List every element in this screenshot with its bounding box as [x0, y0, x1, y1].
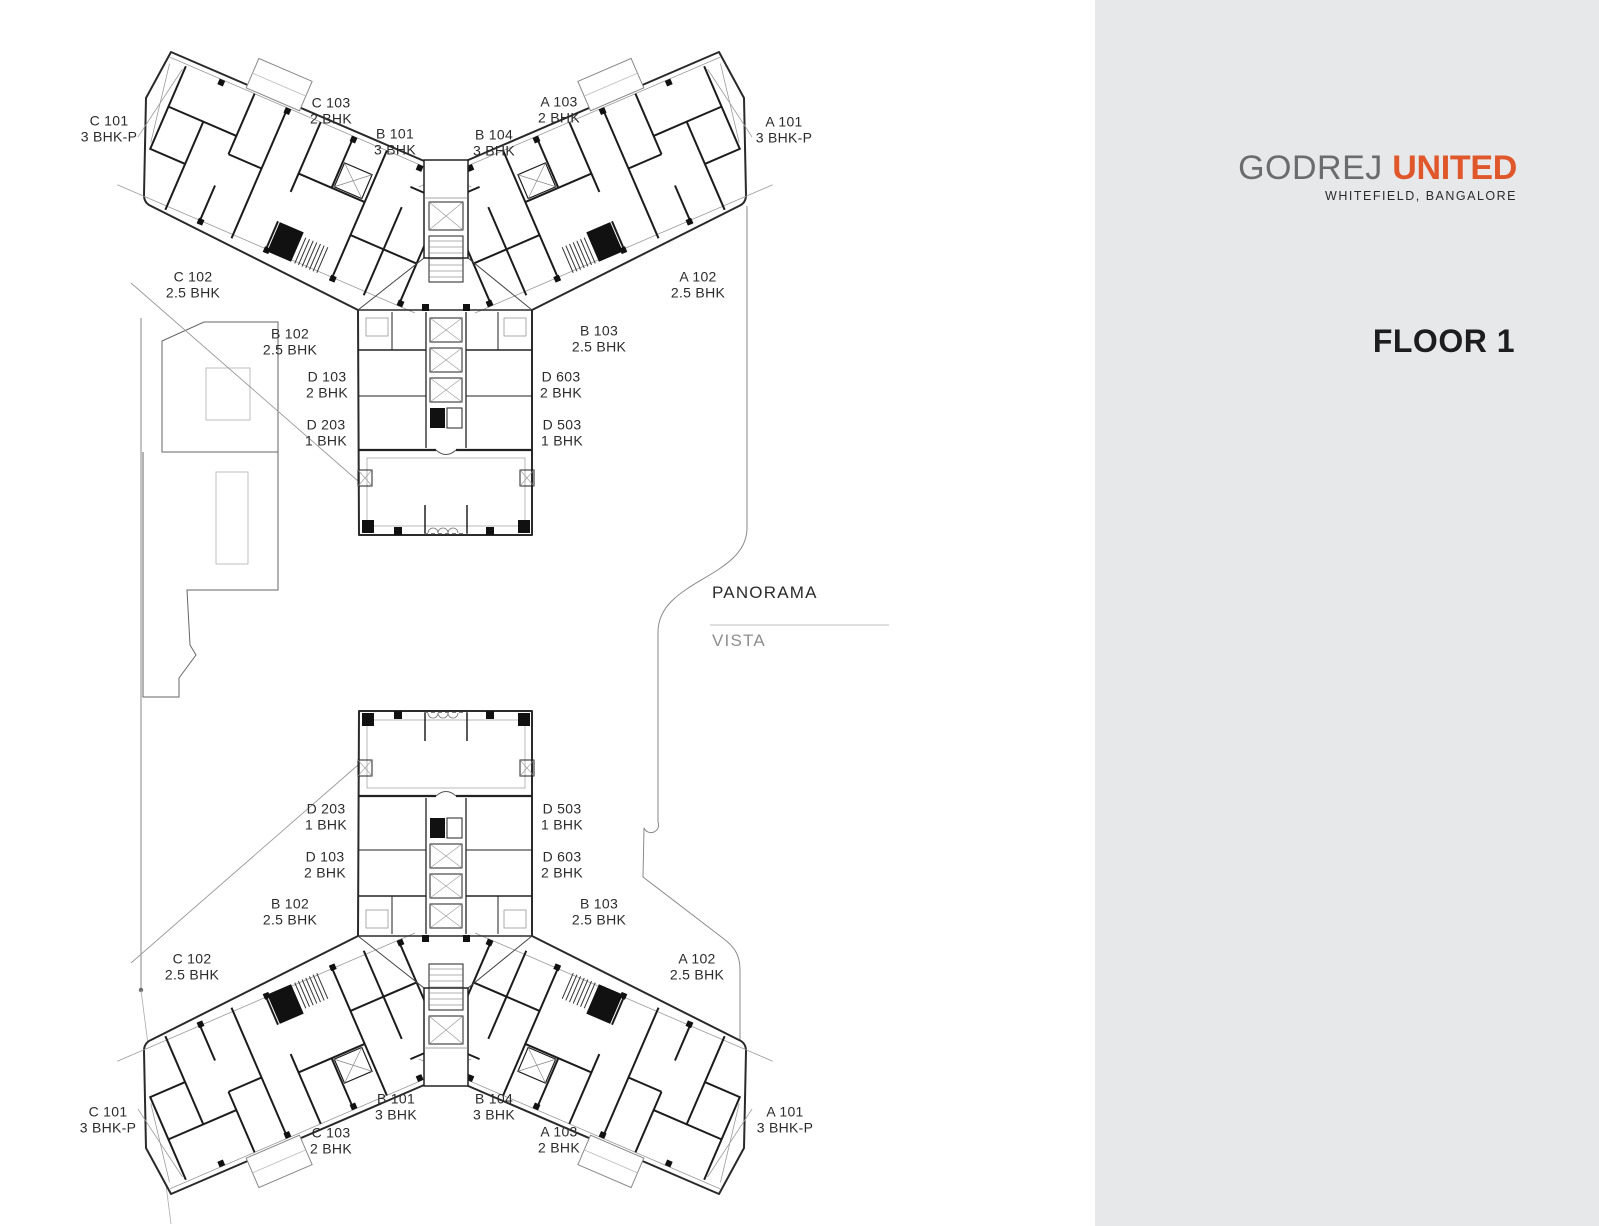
site-context-lines [130, 206, 889, 1225]
unit-id: D 203 [306, 416, 346, 433]
unit-type: 3 BHK [375, 1106, 417, 1122]
unit-type: 1 BHK [541, 816, 583, 832]
unit-id: A 101 [765, 113, 803, 130]
unit-id: C 102 [173, 268, 213, 285]
unit-type: 3 BHK [473, 142, 515, 158]
unit-type: 3 BHK-P [756, 1119, 814, 1135]
unit-type: 3 BHK-P [79, 1119, 137, 1135]
unit-type: 2 BHK [541, 864, 583, 880]
unit-type: 2.5 BHK [670, 284, 726, 300]
unit-id: C 101 [89, 112, 129, 129]
tower-name-vista: VISTA [712, 631, 766, 650]
unit-type: 2.5 BHK [571, 911, 627, 927]
unit-id: B 101 [375, 125, 415, 142]
unit-id: B 102 [270, 895, 310, 912]
unit-id: B 103 [579, 895, 619, 912]
unit-id: C 101 [88, 1103, 128, 1120]
unit-type: 2 BHK [304, 864, 346, 880]
brand-logo-primary: GODREJ [1238, 149, 1383, 187]
unit-type: 2 BHK [540, 384, 582, 400]
tower-name-panorama: PANORAMA [712, 583, 818, 602]
unit-id: B 103 [579, 322, 619, 339]
unit-id: B 101 [376, 1090, 416, 1107]
unit-id: A 103 [540, 93, 578, 110]
unit-type: 1 BHK [305, 432, 347, 448]
unit-type: 1 BHK [305, 816, 347, 832]
unit-id: A 102 [678, 950, 716, 967]
unit-type: 1 BHK [541, 432, 583, 448]
unit-id: D 103 [307, 368, 347, 385]
unit-id: A 101 [766, 1103, 804, 1120]
brand-panel: GODREJ UNITED WHITEFIELD, BANGALORE FLOO… [1095, 0, 1599, 1226]
unit-id: D 203 [306, 800, 346, 817]
unit-id: D 103 [305, 848, 345, 865]
unit-id: D 503 [542, 800, 582, 817]
unit-type: 2.5 BHK [164, 966, 220, 982]
unit-id: A 103 [540, 1123, 578, 1140]
unit-type: 2.5 BHK [165, 284, 221, 300]
unit-id: A 102 [679, 268, 717, 285]
unit-id: D 603 [542, 848, 582, 865]
unit-id: C 103 [311, 1124, 351, 1141]
unit-type: 2 BHK [310, 1140, 352, 1156]
brand-logo: GODREJ UNITED [1238, 151, 1517, 185]
unit-type: 3 BHK-P [80, 128, 138, 144]
brand-logo-secondary: UNITED [1392, 149, 1517, 187]
floor-title: FLOOR 1 [1372, 323, 1515, 359]
unit-type: 3 BHK [473, 1106, 515, 1122]
unit-id: B 104 [474, 1090, 514, 1107]
unit-id: C 102 [172, 950, 212, 967]
unit-type: 2 BHK [310, 110, 352, 126]
unit-id: C 103 [311, 94, 351, 111]
unit-type: 2.5 BHK [571, 338, 627, 354]
unit-type: 2 BHK [538, 109, 580, 125]
unit-type: 2 BHK [538, 1139, 580, 1155]
unit-type: 3 BHK-P [755, 129, 813, 145]
unit-id: D 503 [542, 416, 582, 433]
unit-type: 2.5 BHK [262, 911, 318, 927]
unit-id: B 102 [270, 325, 310, 342]
unit-type: 2.5 BHK [262, 341, 318, 357]
unit-type: 2 BHK [306, 384, 348, 400]
unit-type: 2.5 BHK [669, 966, 725, 982]
unit-id: B 104 [474, 126, 514, 143]
brand-location: WHITEFIELD, BANGALORE [1325, 189, 1517, 203]
unit-id: D 603 [541, 368, 581, 385]
unit-type: 3 BHK [374, 141, 416, 157]
